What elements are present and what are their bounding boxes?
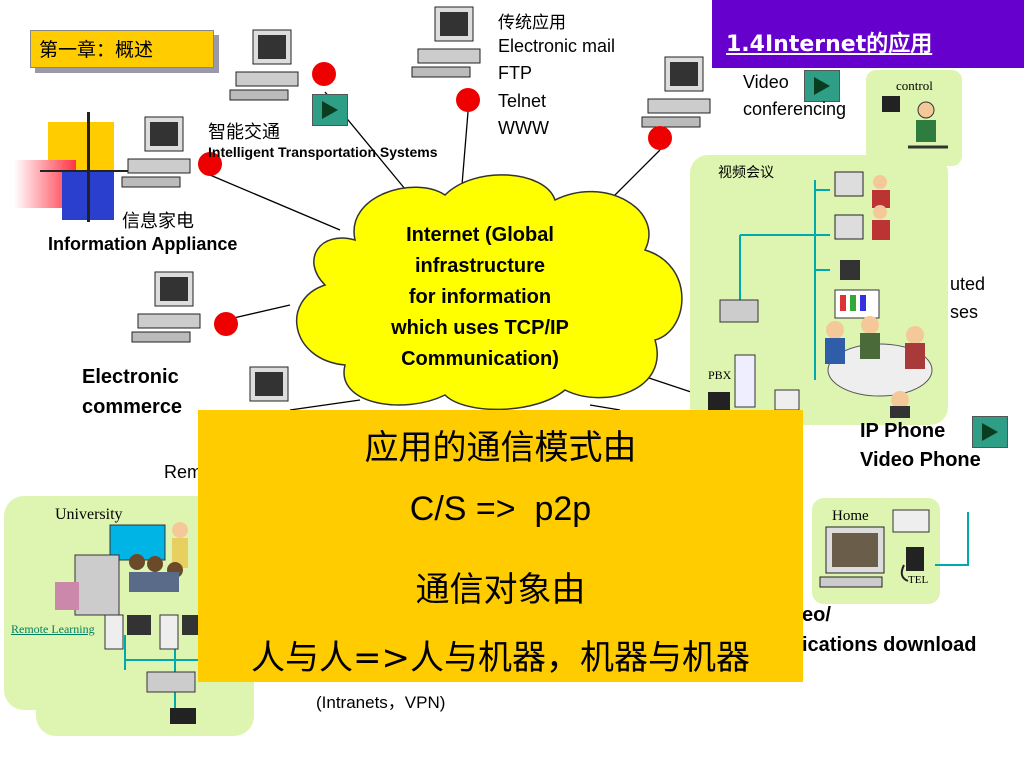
computer-icon <box>229 29 299 101</box>
comm-mode-panel: 应用的通信模式由 C/S => p2p 通信对象由 人与人=>人与机器，机器与机… <box>198 410 803 682</box>
cloud-line-4: which uses TCP/IP <box>391 317 569 339</box>
node-dot <box>214 312 238 336</box>
control-box <box>866 70 962 166</box>
control-label: control <box>896 78 933 93</box>
university-label: University <box>55 506 123 523</box>
ecommerce-label-1: Electronic <box>82 366 179 388</box>
its-en-label: Intelligent Transportation Systems <box>208 144 438 160</box>
computer-icon <box>249 366 289 402</box>
node-dot <box>312 62 336 86</box>
node-dot <box>198 152 222 176</box>
distributed-label-1: uted <box>950 274 986 294</box>
computer-icon <box>641 56 711 128</box>
traditional-item: Electronic mail <box>498 36 616 56</box>
intranets-label: (Intranets，VPN) <box>316 693 446 712</box>
video-conf-label-1: Video <box>743 72 789 92</box>
decor-vline <box>87 112 90 222</box>
cloud-line-1: Internet (Global <box>406 224 554 246</box>
classroom-icon <box>55 522 215 724</box>
overlay-line-4: 人与人=>人与机器，机器与机器 <box>251 638 750 678</box>
home-label: Home <box>832 508 869 524</box>
tel-label: TEL <box>908 574 929 586</box>
traditional-item: Telnet <box>498 91 547 111</box>
computer-icon <box>121 116 191 188</box>
slide-title: 1.4Internet的应用 <box>726 32 933 57</box>
play-button[interactable] <box>972 416 1008 448</box>
video-meeting-label: 视频会议 <box>718 165 774 181</box>
decor-hline <box>40 170 150 172</box>
cloud-line-5: Communication) <box>401 348 559 370</box>
node-dot <box>648 126 672 150</box>
overlay-line-2: C/S => p2p <box>409 490 592 528</box>
appliance-en-label: Information Appliance <box>48 234 238 254</box>
cloud-text: Internet (Global infrastructure for info… <box>355 220 605 375</box>
play-button[interactable] <box>804 70 840 102</box>
appliance-cn-label: 信息家电 <box>122 211 194 232</box>
cloud-line-2: infrastructure <box>414 255 546 277</box>
remote-partial-label: Rem <box>164 462 203 482</box>
play-button[interactable] <box>312 94 348 126</box>
operator-icon <box>882 96 948 149</box>
download-label-2: ications download <box>802 634 977 656</box>
its-cn-label: 智能交通 <box>208 122 280 143</box>
ip-phone-label: IP Phone <box>860 420 946 442</box>
home-line <box>935 512 969 566</box>
traditional-item: WWW <box>498 118 549 138</box>
computer-icon <box>131 271 201 343</box>
video-conf-label-2: conferencing <box>743 99 847 119</box>
node-dot <box>456 88 480 112</box>
traditional-heading: 传统应用 <box>498 13 566 33</box>
distributed-label-2: ses <box>950 302 979 322</box>
internet-cloud <box>296 174 683 411</box>
remote-learning-link[interactable]: Remote Learning <box>11 622 95 636</box>
overlay-line-3: 通信对象由 <box>415 570 586 610</box>
overlay-line-1: 应用的通信模式由 <box>364 428 637 468</box>
download-label-1: eo/ <box>802 604 831 626</box>
meeting-network-icon <box>708 171 933 418</box>
video-phone-label: Video Phone <box>860 449 981 471</box>
pbx-label: PBX <box>708 368 732 382</box>
computer-icon <box>411 6 481 78</box>
cloud-line-3: for information <box>408 286 552 308</box>
chapter-label: 第一章：概述 <box>30 30 214 68</box>
home-devices-icon <box>819 509 930 588</box>
title-bar: 1.4Internet的应用 <box>712 0 1024 68</box>
traditional-item: FTP <box>498 63 532 83</box>
ecommerce-label-2: commerce <box>82 396 183 418</box>
